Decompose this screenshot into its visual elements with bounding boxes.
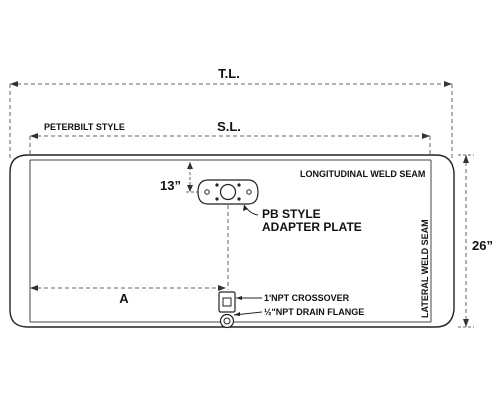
diameter-dimension: 26”	[458, 154, 493, 328]
adapter-plate	[197, 179, 259, 290]
crossover-label: 1ʹNPT CROSSOVER	[264, 293, 350, 303]
drain-offset-label: A	[119, 291, 129, 306]
diameter-label: 26”	[472, 238, 493, 253]
shell-length-dimension: S.L. PETERBILT STYLE	[29, 119, 431, 158]
adapter-label-line2: ADAPTER PLATE	[262, 220, 362, 234]
adapter-label-line1: PB STYLE	[262, 207, 321, 221]
total-length-label: T.L.	[218, 66, 240, 81]
shell-length-label: S.L.	[217, 119, 241, 134]
total-length-dimension: T.L.	[9, 66, 453, 160]
plate-offset-label: 13”	[160, 178, 181, 193]
longitudinal-seam-label: LONGITUDINAL WELD SEAM	[300, 169, 425, 179]
style-label: PETERBILT STYLE	[44, 122, 125, 132]
drain-flange	[219, 313, 235, 329]
drain-offset-dimension: A	[30, 285, 226, 306]
crossover-fitting	[218, 291, 236, 313]
drain-label: ½ʺNPT DRAIN FLANGE	[264, 307, 364, 317]
lateral-seam-label: LATERAL WELD SEAM	[420, 219, 430, 318]
